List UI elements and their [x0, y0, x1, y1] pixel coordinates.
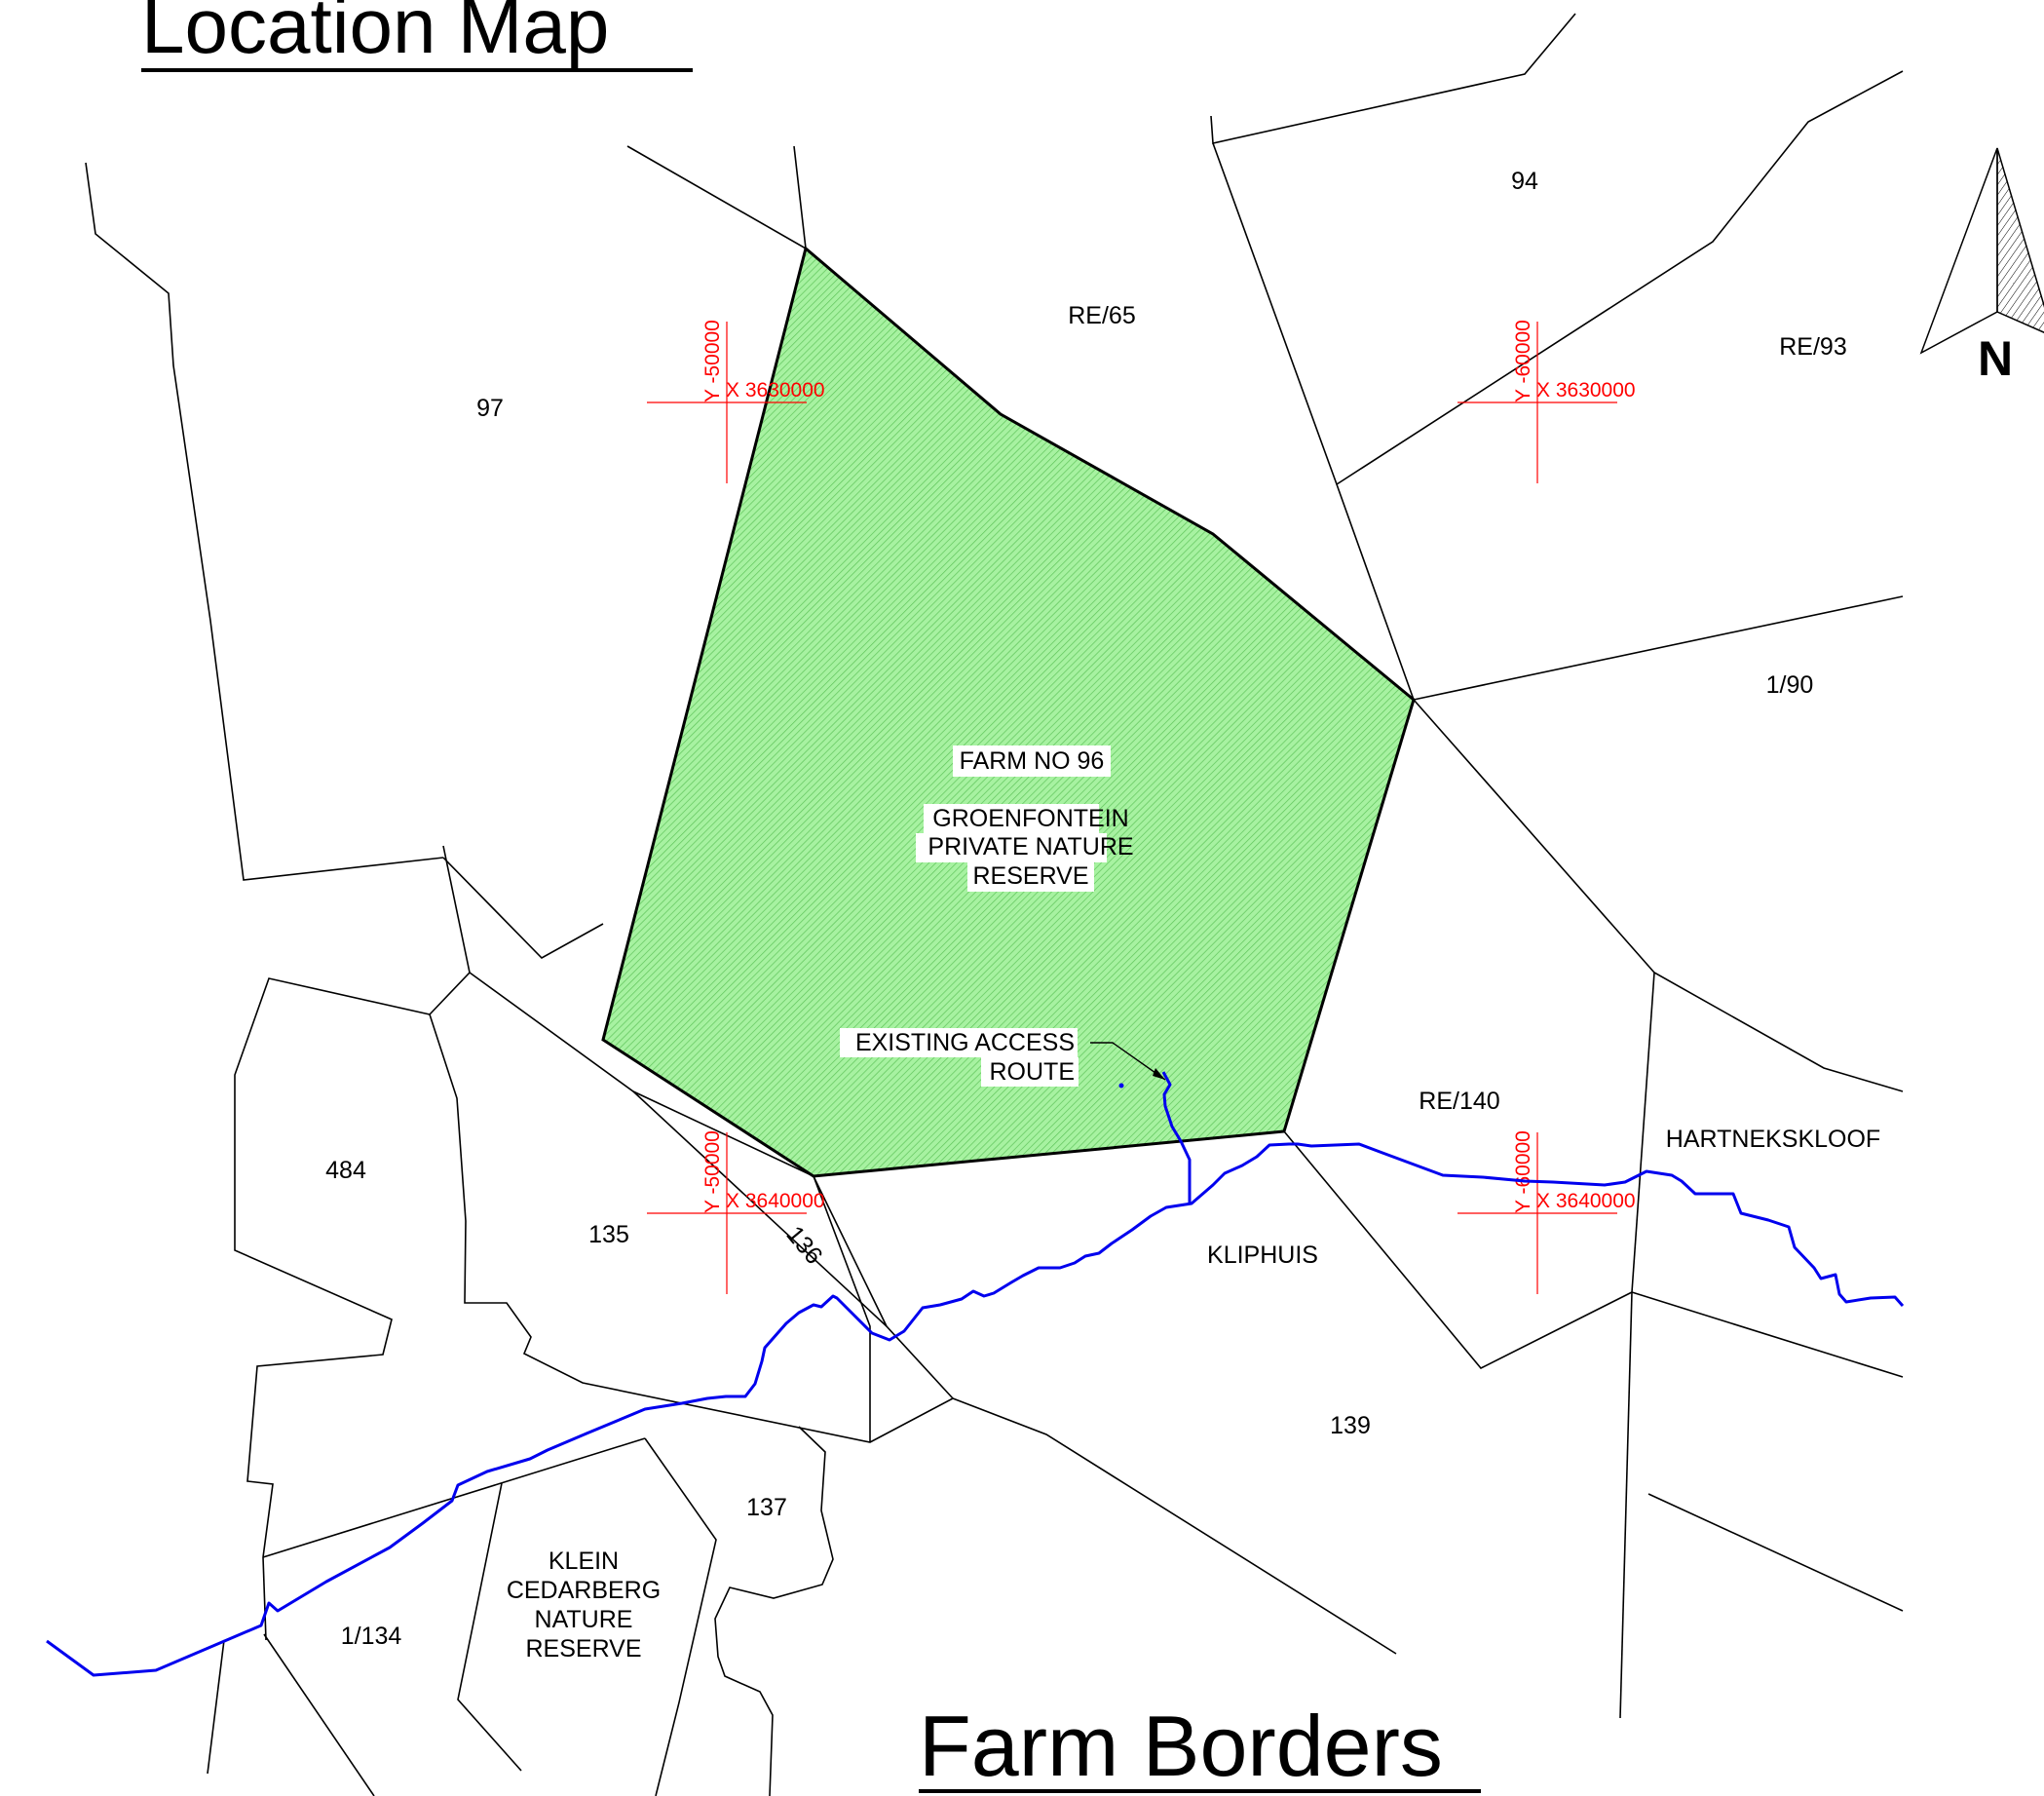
- reserve-name-line2: PRIVATE NATURE: [927, 833, 1133, 860]
- grid-marks: [647, 322, 1617, 1294]
- svg-text:N: N: [1978, 331, 2013, 386]
- grid-label-x: X 3630000: [726, 379, 825, 401]
- parcel-label: 1/90: [1766, 671, 1814, 699]
- reserve-name-line1: GROENFONTEIN: [932, 805, 1128, 832]
- parcel-label: 135: [588, 1221, 629, 1248]
- river-line: [46, 1142, 1905, 1677]
- parcel-label: 137: [746, 1494, 787, 1521]
- parcel-label: 1/134: [341, 1623, 402, 1650]
- grid-label-y: Y -60000: [1512, 320, 1534, 402]
- grid-label-x: X 3640000: [1536, 1190, 1636, 1212]
- parcel-label: KLIPHUIS: [1207, 1242, 1318, 1269]
- klein-cedarberg-label-line1: KLEIN: [549, 1548, 619, 1575]
- grid-label-y: Y -60000: [1512, 1130, 1534, 1213]
- klein-cedarberg-label-line4: RESERVE: [525, 1635, 641, 1662]
- access-route-leader: [1090, 1042, 1166, 1081]
- parcel-label: RE/93: [1779, 333, 1846, 361]
- parcel-label: RE/65: [1068, 302, 1135, 329]
- access-route-label-line2: ROUTE: [990, 1058, 1076, 1086]
- farm-borders-title: Farm Borders: [919, 1698, 1481, 1794]
- parcel-label: RE/140: [1419, 1088, 1499, 1115]
- main-farm-label-bg: [840, 745, 1111, 1087]
- map-title: Location Map: [141, 0, 693, 72]
- groenfontein-reserve-area: [601, 246, 1416, 1178]
- parcel-label: HARTNEKSKLOOF: [1666, 1126, 1880, 1153]
- river-dot: [1118, 1083, 1124, 1089]
- grid-label-y: Y -50000: [701, 320, 724, 402]
- grid-label-x: X 3640000: [726, 1190, 825, 1212]
- farm-number-label: FARM NO 96: [960, 747, 1105, 775]
- grid-label-x: X 3630000: [1536, 379, 1636, 401]
- parcel-label: 136: [780, 1221, 827, 1270]
- klein-cedarberg-label-line3: NATURE: [535, 1606, 633, 1633]
- klein-cedarberg-label-line2: CEDARBERG: [507, 1577, 661, 1604]
- parcel-label: 94: [1511, 168, 1538, 195]
- parcel-label: 484: [325, 1157, 366, 1184]
- reserve-name-line3: RESERVE: [972, 862, 1088, 890]
- svg-text:Location Map: Location Map: [141, 0, 609, 69]
- access-route-line: [1161, 1071, 1192, 1204]
- grid-label-y: Y -50000: [701, 1130, 724, 1213]
- access-route-label-line1: EXISTING ACCESS: [855, 1029, 1075, 1056]
- north-arrow-icon: N: [1919, 147, 2044, 386]
- parcel-label: 97: [476, 395, 504, 422]
- farm-border-lines: [85, 13, 1904, 1796]
- parcel-label: 139: [1330, 1412, 1371, 1439]
- grid-labels: Y -50000 X 3630000 Y -60000 X 3630000 Y …: [701, 320, 1636, 1213]
- svg-text:Farm Borders: Farm Borders: [919, 1698, 1443, 1794]
